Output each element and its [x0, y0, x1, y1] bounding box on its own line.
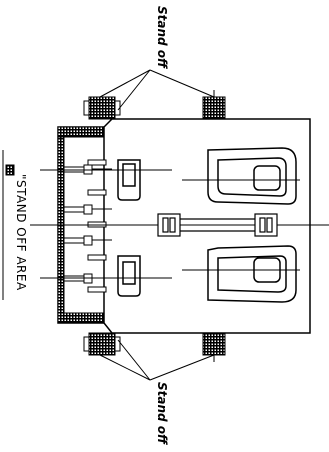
- center-latches: [157, 213, 278, 237]
- mounting-slot-lower-right: [207, 245, 297, 303]
- standoff-area-legend: [2, 150, 15, 300]
- standoff-area-label: "STAND OFF AREA: [14, 174, 28, 291]
- standoff-leader-lines: [99, 69, 215, 381]
- standoff-pad-top-left: [88, 96, 116, 120]
- mounting-slot-upper-right: [207, 147, 297, 205]
- standoff-pads: [83, 90, 226, 362]
- mounting-slot-upper-left: [117, 159, 141, 201]
- standoff-label-top: Stand off: [155, 6, 169, 69]
- standoff-pad-bottom-right: [202, 332, 226, 356]
- standoff-pad-bottom-left: [88, 332, 116, 356]
- standoff-label-bottom: Stand off: [155, 382, 169, 445]
- standoff-pad-top-right: [202, 96, 226, 120]
- mounting-slot-lower-left: [117, 255, 141, 297]
